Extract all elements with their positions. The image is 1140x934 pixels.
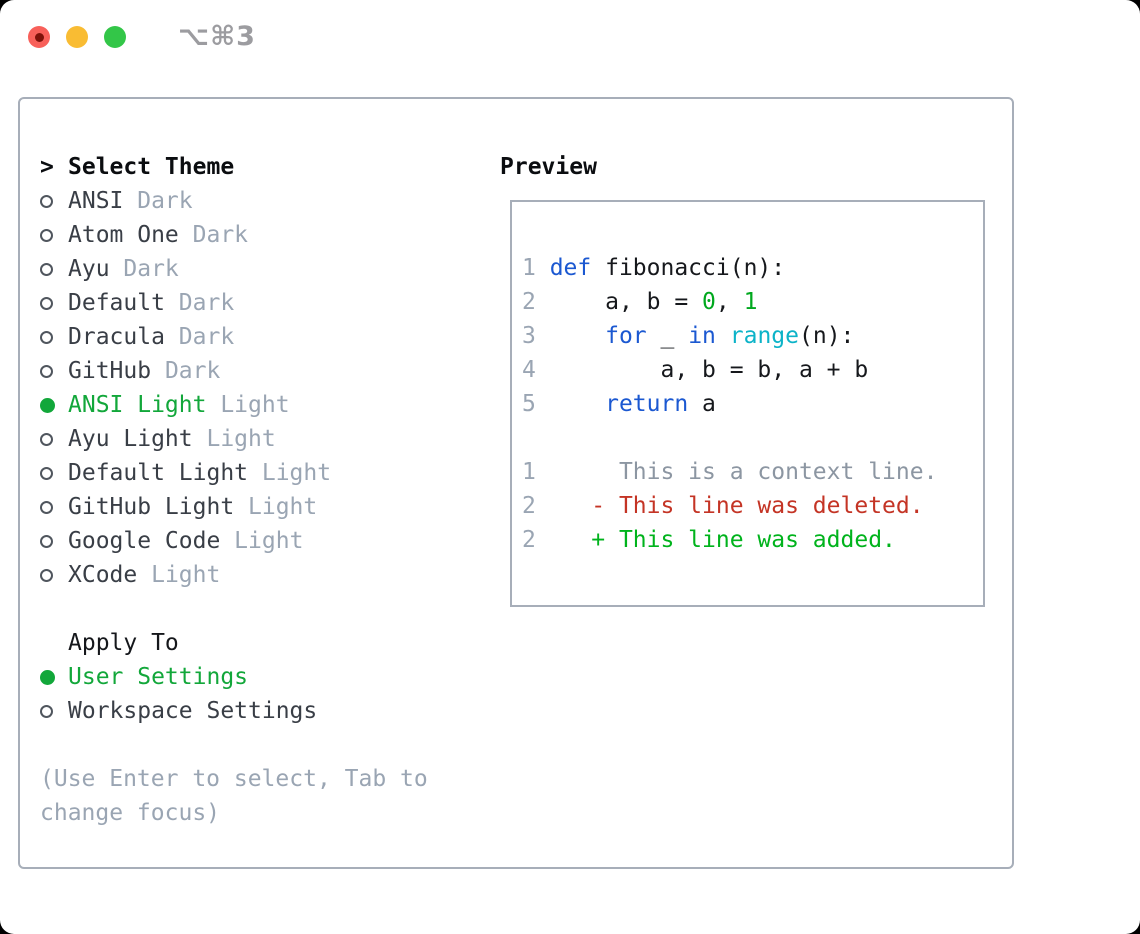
theme-option-name: Default Light — [68, 460, 249, 486]
theme-variant-label: Dark — [151, 358, 221, 384]
theme-option-name: GitHub Light — [68, 494, 235, 520]
line-number: 5 — [522, 391, 550, 417]
theme-option-ansi[interactable]: ANSI Dark — [40, 184, 428, 218]
theme-option-name: Ayu — [68, 256, 110, 282]
code-line-4: 4 a, b = b, a + b — [522, 357, 869, 383]
radio-unselected-icon — [40, 568, 68, 582]
radio-unselected-icon — [40, 194, 68, 208]
theme-option-name: XCode — [68, 562, 138, 588]
theme-variant-label: Light — [234, 494, 318, 520]
theme-variant-label: Light — [220, 528, 304, 554]
close-button[interactable] — [28, 26, 50, 48]
theme-option-name: Dracula — [68, 324, 165, 350]
theme-option-name: Ayu Light — [68, 426, 193, 452]
line-number: 2 — [522, 289, 550, 315]
theme-option-name: ANSI Light — [68, 392, 207, 418]
theme-option-ayu[interactable]: Ayu Dark — [40, 252, 428, 286]
line-number: 2 — [522, 527, 536, 553]
diff-line-added: 2 + This line was added. — [522, 523, 983, 557]
prompt-icon: > — [40, 154, 54, 180]
hint-line-2: change focus) — [40, 800, 221, 826]
theme-option-ansi-light[interactable]: ANSI Light Light — [40, 388, 428, 422]
code-line-2: 2 a, b = 0, 1 — [522, 289, 758, 315]
diff-text: - This line was deleted. — [535, 493, 924, 519]
radio-selected-icon — [40, 397, 68, 413]
preview-title: Preview — [500, 154, 597, 180]
radio-unselected-icon — [40, 534, 68, 548]
radio-unselected-icon — [40, 228, 68, 242]
theme-option-github-light[interactable]: GitHub Light Light — [40, 490, 428, 524]
window-shortcut-label: ⌥⌘3 — [178, 21, 256, 52]
hint-line-1: (Use Enter to select, Tab to — [40, 766, 428, 792]
radio-unselected-icon — [40, 330, 68, 344]
apply-option-label: User Settings — [68, 664, 249, 690]
theme-option-name: ANSI — [68, 188, 124, 214]
minimize-button[interactable] — [66, 26, 88, 48]
line-number: 3 — [522, 323, 550, 349]
apply-to-header: Apply To — [40, 626, 428, 660]
theme-option-xcode[interactable]: XCode Light — [40, 558, 428, 592]
theme-option-google-code[interactable]: Google Code Light — [40, 524, 428, 558]
theme-option-default-light[interactable]: Default Light Light — [40, 456, 428, 490]
radio-unselected-icon — [40, 500, 68, 514]
code-line-5: 5 return a — [522, 391, 716, 417]
zoom-button[interactable] — [104, 26, 126, 48]
diff-text: + This line was added. — [535, 527, 896, 553]
unsaved-dot-icon — [34, 32, 44, 42]
line-number: 2 — [522, 493, 536, 519]
apply-option-workspace-settings[interactable]: Workspace Settings — [40, 694, 428, 728]
theme-variant-label: Dark — [164, 324, 235, 350]
theme-option-name: GitHub — [68, 358, 152, 384]
theme-variant-label: Light — [192, 426, 276, 452]
line-number: 1 — [522, 255, 550, 281]
radio-unselected-icon — [40, 296, 68, 310]
diff-line-deleted: 2 - This line was deleted. — [522, 489, 983, 523]
theme-option-atom-one[interactable]: Atom One Dark — [40, 218, 428, 252]
theme-option-dracula[interactable]: Dracula Dark — [40, 320, 428, 354]
radio-unselected-icon — [40, 364, 68, 378]
theme-option-ayu-light[interactable]: Ayu Light Light — [40, 422, 428, 456]
radio-unselected-icon — [40, 262, 68, 276]
theme-option-name: Google Code — [68, 528, 221, 554]
theme-option-name: Atom One — [68, 222, 179, 248]
code-line-3: 3 for _ in range(n): — [522, 323, 855, 349]
spacer — [40, 592, 428, 626]
preview-diff: 1 This is a context line.2 - This line w… — [522, 455, 983, 557]
preview-box: 1 def fibonacci(n): 2 a, b = 0, 1 3 for _ … — [510, 200, 985, 607]
apply-to-title: Apply To — [68, 630, 179, 656]
apply-option-label: Workspace Settings — [68, 698, 318, 724]
line-number: 4 — [522, 357, 550, 383]
theme-variant-label: Light — [137, 562, 221, 588]
radio-selected-icon — [40, 669, 68, 685]
diff-line-context: 1 This is a context line. — [522, 455, 983, 489]
theme-variant-label: Light — [248, 460, 332, 486]
theme-variant-label: Dark — [178, 222, 249, 248]
radio-unselected-icon — [40, 704, 68, 718]
select-theme-header: > Select Theme — [40, 150, 428, 184]
diff-text: This is a context line. — [535, 459, 938, 485]
line-number: 1 — [522, 459, 536, 485]
theme-option-github[interactable]: GitHub Dark — [40, 354, 428, 388]
apply-option-user-settings[interactable]: User Settings — [40, 660, 428, 694]
theme-variant-label: Light — [206, 392, 290, 418]
radio-unselected-icon — [40, 466, 68, 480]
preview-code: 1 def fibonacci(n): 2 a, b = 0, 1 3 for _ … — [522, 251, 983, 421]
theme-variant-label: Dark — [164, 290, 235, 316]
select-theme-title: Select Theme — [68, 154, 235, 180]
theme-option-name: Default — [68, 290, 165, 316]
theme-option-default[interactable]: Default Dark — [40, 286, 428, 320]
spacer — [522, 421, 983, 455]
radio-unselected-icon — [40, 432, 68, 446]
theme-variant-label: Dark — [123, 188, 193, 214]
code-line-1: 1 def fibonacci(n): — [522, 255, 786, 281]
titlebar: ⌥⌘3 — [28, 21, 256, 52]
theme-variant-label: Dark — [109, 256, 179, 282]
spacer — [40, 728, 428, 762]
